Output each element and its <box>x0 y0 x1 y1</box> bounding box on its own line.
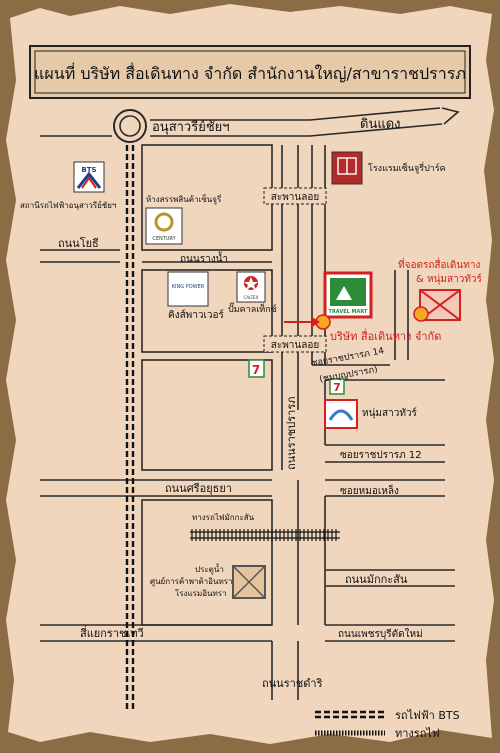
legend-bts-label: รถไฟฟ้า BTS <box>395 709 460 722</box>
map-title: แผนที่ บริษัท สื่อเดินทาง จำกัด สำนักงาน… <box>34 62 466 83</box>
parking-note-2: & หนุ่มสาวทัวร์ <box>416 273 483 285</box>
svg-text:BTS: BTS <box>81 166 96 174</box>
company-label: บริษัท สื่อเดินทาง จำกัด <box>330 328 441 343</box>
num-sao-tour-label: หนุ่มสาวทัวร์ <box>362 407 418 419</box>
century-hotel-logo-icon <box>331 151 363 185</box>
caltex-label: ปั๊มคาลเท็กซ์ <box>228 302 277 315</box>
legend-train-label: ทางรถไฟ <box>395 727 440 740</box>
road-si-ayutthaya-label: ถนนศรีอยุธยา <box>165 482 232 495</box>
seven-eleven-icon: 7 <box>248 359 265 378</box>
pratunam-location-icon <box>232 565 266 599</box>
bridge-1-label: สะพานลอย <box>271 192 320 203</box>
victory-monument-label: อนุสาวรีย์ชัยฯ <box>152 119 230 135</box>
century-mall-label: ห้างสรรพสินค้าเซ็นจูรี่ <box>146 193 222 205</box>
ratchathewi-label: สี่แยกราชเทวี <box>80 625 144 640</box>
king-power-label: คิงส์พาวเวอร์ <box>168 309 225 321</box>
bridge-box <box>263 335 327 353</box>
num-sao-tour-logo-icon <box>324 399 358 429</box>
svg-text:7: 7 <box>333 381 341 394</box>
svg-text:CENTURY: CENTURY <box>152 236 176 242</box>
din-daeng-arrow <box>441 107 460 125</box>
bts-station-label: สถานีรถไฟฟ้าอนุสาวรีย์ชัยฯ <box>20 200 116 210</box>
road-rang-nam-label: ถนนรางน้ำ <box>180 251 228 265</box>
victory-monument-icon <box>113 109 147 143</box>
century-mall-logo-icon: CENTURY <box>145 207 183 245</box>
road-makkasan-label: ถนนมักกะสัน <box>345 573 408 586</box>
bridge-box <box>263 187 327 205</box>
din-daeng-label: ดินแดง <box>360 117 401 132</box>
seven-eleven-icon: 7 <box>329 378 345 395</box>
bts-track <box>125 145 135 710</box>
road-ratchaprarop-label: ถนนราชปรารภ <box>285 397 298 470</box>
bts-logo-icon: BTS <box>73 161 105 193</box>
century-park-hotel-label: โรงแรมเซ็นจูรี่ปาร์ค <box>368 161 446 174</box>
pratunam-label-3: โรงแรมอินทรา <box>175 588 227 598</box>
soi-12-label: ซอยราชปรารภ 12 <box>340 450 422 461</box>
company-arrow-icon <box>284 317 320 327</box>
pratunam-label-2: ศูนย์การค้าพาต้าอินทรา <box>150 576 233 587</box>
railway-ties <box>191 529 337 541</box>
svg-text:CALTEX: CALTEX <box>244 295 259 300</box>
legend <box>315 710 385 736</box>
road-phetchaburi-label: ถนนเพชรบุรีตัดใหม่ <box>338 628 423 640</box>
travel-mart-logo-icon: TRAVEL MART <box>323 271 373 319</box>
king-power-logo-icon: KING POWER <box>167 271 209 307</box>
title-banner <box>29 45 471 99</box>
road-ratchadamri-label: ถนนราชดำริ <box>262 677 323 690</box>
pratunam-label-1: ประตูน้ำ <box>195 563 224 575</box>
svg-text:KING POWER: KING POWER <box>172 284 205 290</box>
svg-text:TRAVEL MART: TRAVEL MART <box>329 309 368 315</box>
svg-text:7: 7 <box>252 363 260 377</box>
caltex-logo-icon: CALTEX <box>236 271 266 303</box>
parking-starburst-icon <box>413 306 429 322</box>
bridge-2-label: สะพานลอย <box>271 340 320 351</box>
railway-track <box>190 531 340 539</box>
soi-mo-lek-label: ซอยหมอเหล็ง <box>340 483 399 497</box>
road-yothi-label: ถนนโยธี <box>58 236 99 250</box>
railway-makkasan-label: ทางรถไฟมักกะสัน <box>192 513 255 522</box>
parking-note-1: ที่จอดรถสื่อเดินทาง <box>398 257 480 271</box>
